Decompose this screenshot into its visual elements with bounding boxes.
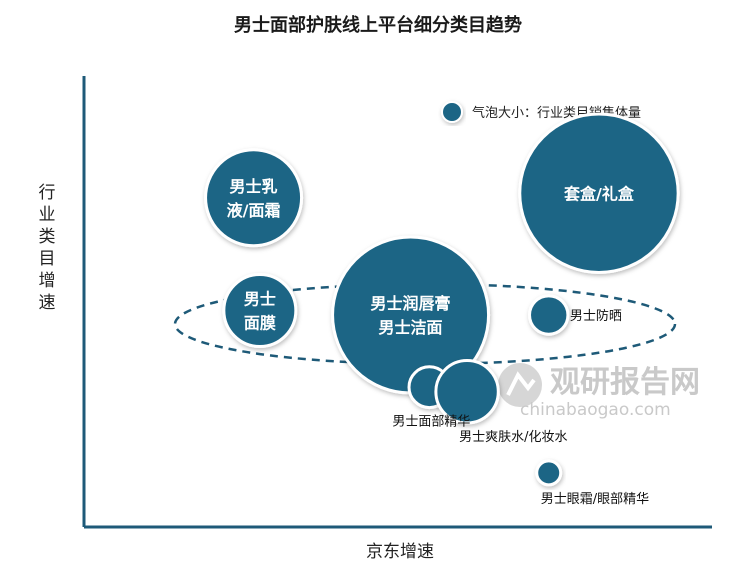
- bubble-label: 男士防晒: [570, 308, 622, 324]
- bubble-point: [434, 359, 500, 425]
- bubble-label: 套盒/礼盒: [563, 184, 635, 203]
- chart-title: 男士面部护肤线上平台细分类目趋势: [234, 14, 522, 36]
- bubble-point: [535, 459, 563, 487]
- watermark: 观研报告网 chinabaogao.com: [498, 363, 700, 420]
- bubble-label: 男士乳: [230, 177, 278, 196]
- bubble-point: [528, 294, 570, 336]
- bubble-point: [222, 273, 298, 349]
- x-axis-label: 京东增速: [366, 542, 434, 562]
- bubble-label: 男士: [244, 290, 276, 309]
- y-axis-label: 行业类目增速: [39, 183, 56, 313]
- bubble-label: 男士洁面: [379, 318, 443, 337]
- bubbles: [204, 112, 680, 487]
- watermark-en: chinabaogao.com: [520, 400, 671, 420]
- axes: [82, 76, 712, 529]
- bubble-point: [204, 148, 304, 248]
- bubble-label: 男士爽肤水/化妆水: [459, 430, 567, 445]
- bubble-label: 男士面部精华: [392, 415, 470, 430]
- bubble-label: 男士润唇膏: [371, 294, 451, 313]
- bubble-label: 液/面霜: [227, 201, 281, 220]
- legend-bubble-icon: [441, 101, 463, 123]
- bubble-point: [518, 112, 680, 274]
- watermark-cn: 观研报告网: [550, 365, 700, 400]
- watermark-logo-icon: [498, 363, 542, 407]
- bubble-label: 男士眼霜/眼部精华: [541, 492, 649, 507]
- bubble-label: 面膜: [244, 314, 276, 333]
